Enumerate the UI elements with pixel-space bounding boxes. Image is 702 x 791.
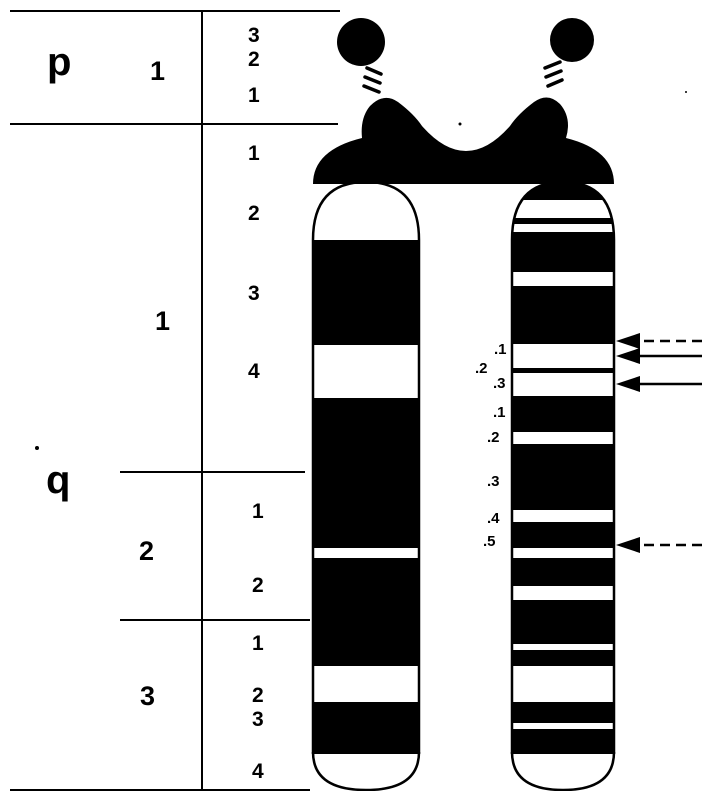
band-label-p13: 3 [248,24,260,47]
subband-label-q21-2: .2 [487,429,500,446]
arm-label-p: p [47,40,71,84]
subband-label-q21-5: .5 [483,533,496,550]
stalk-right-2 [546,71,561,77]
arm-label-q: q [46,458,70,502]
satellite-left [337,18,385,66]
region-label-q2: 2 [139,536,154,566]
subband-label-q14-3: .3 [493,375,506,392]
region-label-q3: 3 [140,681,155,711]
p-arm-cap [313,97,614,184]
chromatid-right [500,182,630,790]
region-label-p1: 1 [150,56,165,86]
band-label-q34: 4 [252,760,264,783]
subband-label-q21-4: .4 [487,510,500,527]
arrow-2-head [616,348,640,364]
arrow-3-head [616,376,640,392]
satellite-right [550,18,594,62]
subband-label-q14-2: .2 [475,360,488,377]
band-table [10,11,340,790]
band-label-q22: 2 [252,574,264,597]
band-label-q33: 3 [252,708,264,731]
band-label-q14: 4 [248,360,260,383]
satellites [337,18,594,92]
arrow-4-head [616,537,640,553]
region-label-q1: 1 [155,306,170,336]
stalk-right-3 [548,80,562,86]
band-label-p12: 2 [248,48,260,71]
band-label-q11: 1 [248,142,260,165]
chromatid-left [300,182,430,790]
speck [685,91,687,93]
speck [459,123,462,126]
band-label-q32: 2 [252,684,264,707]
subband-label-q21-1: .1 [493,404,506,421]
band-label-q12: 2 [248,202,260,225]
stalk-left-2 [365,77,380,83]
band-label-p11: 1 [248,84,260,107]
stalk-right-1 [545,62,560,68]
band-label-q21: 1 [252,500,264,523]
stalk-left-1 [367,68,381,74]
subband-label-q21-3: .3 [487,473,500,490]
stalk-left-3 [364,86,379,92]
band-label-q13: 3 [248,282,260,305]
subband-label-q14-1: .1 [494,341,507,358]
chromatid-right-telomere [512,752,614,790]
stray-dot [35,446,39,450]
chromatid-left-telomere [313,752,419,790]
band-arrows [616,333,702,553]
arrow-1-head [616,333,640,349]
band-label-q31: 1 [252,632,264,655]
